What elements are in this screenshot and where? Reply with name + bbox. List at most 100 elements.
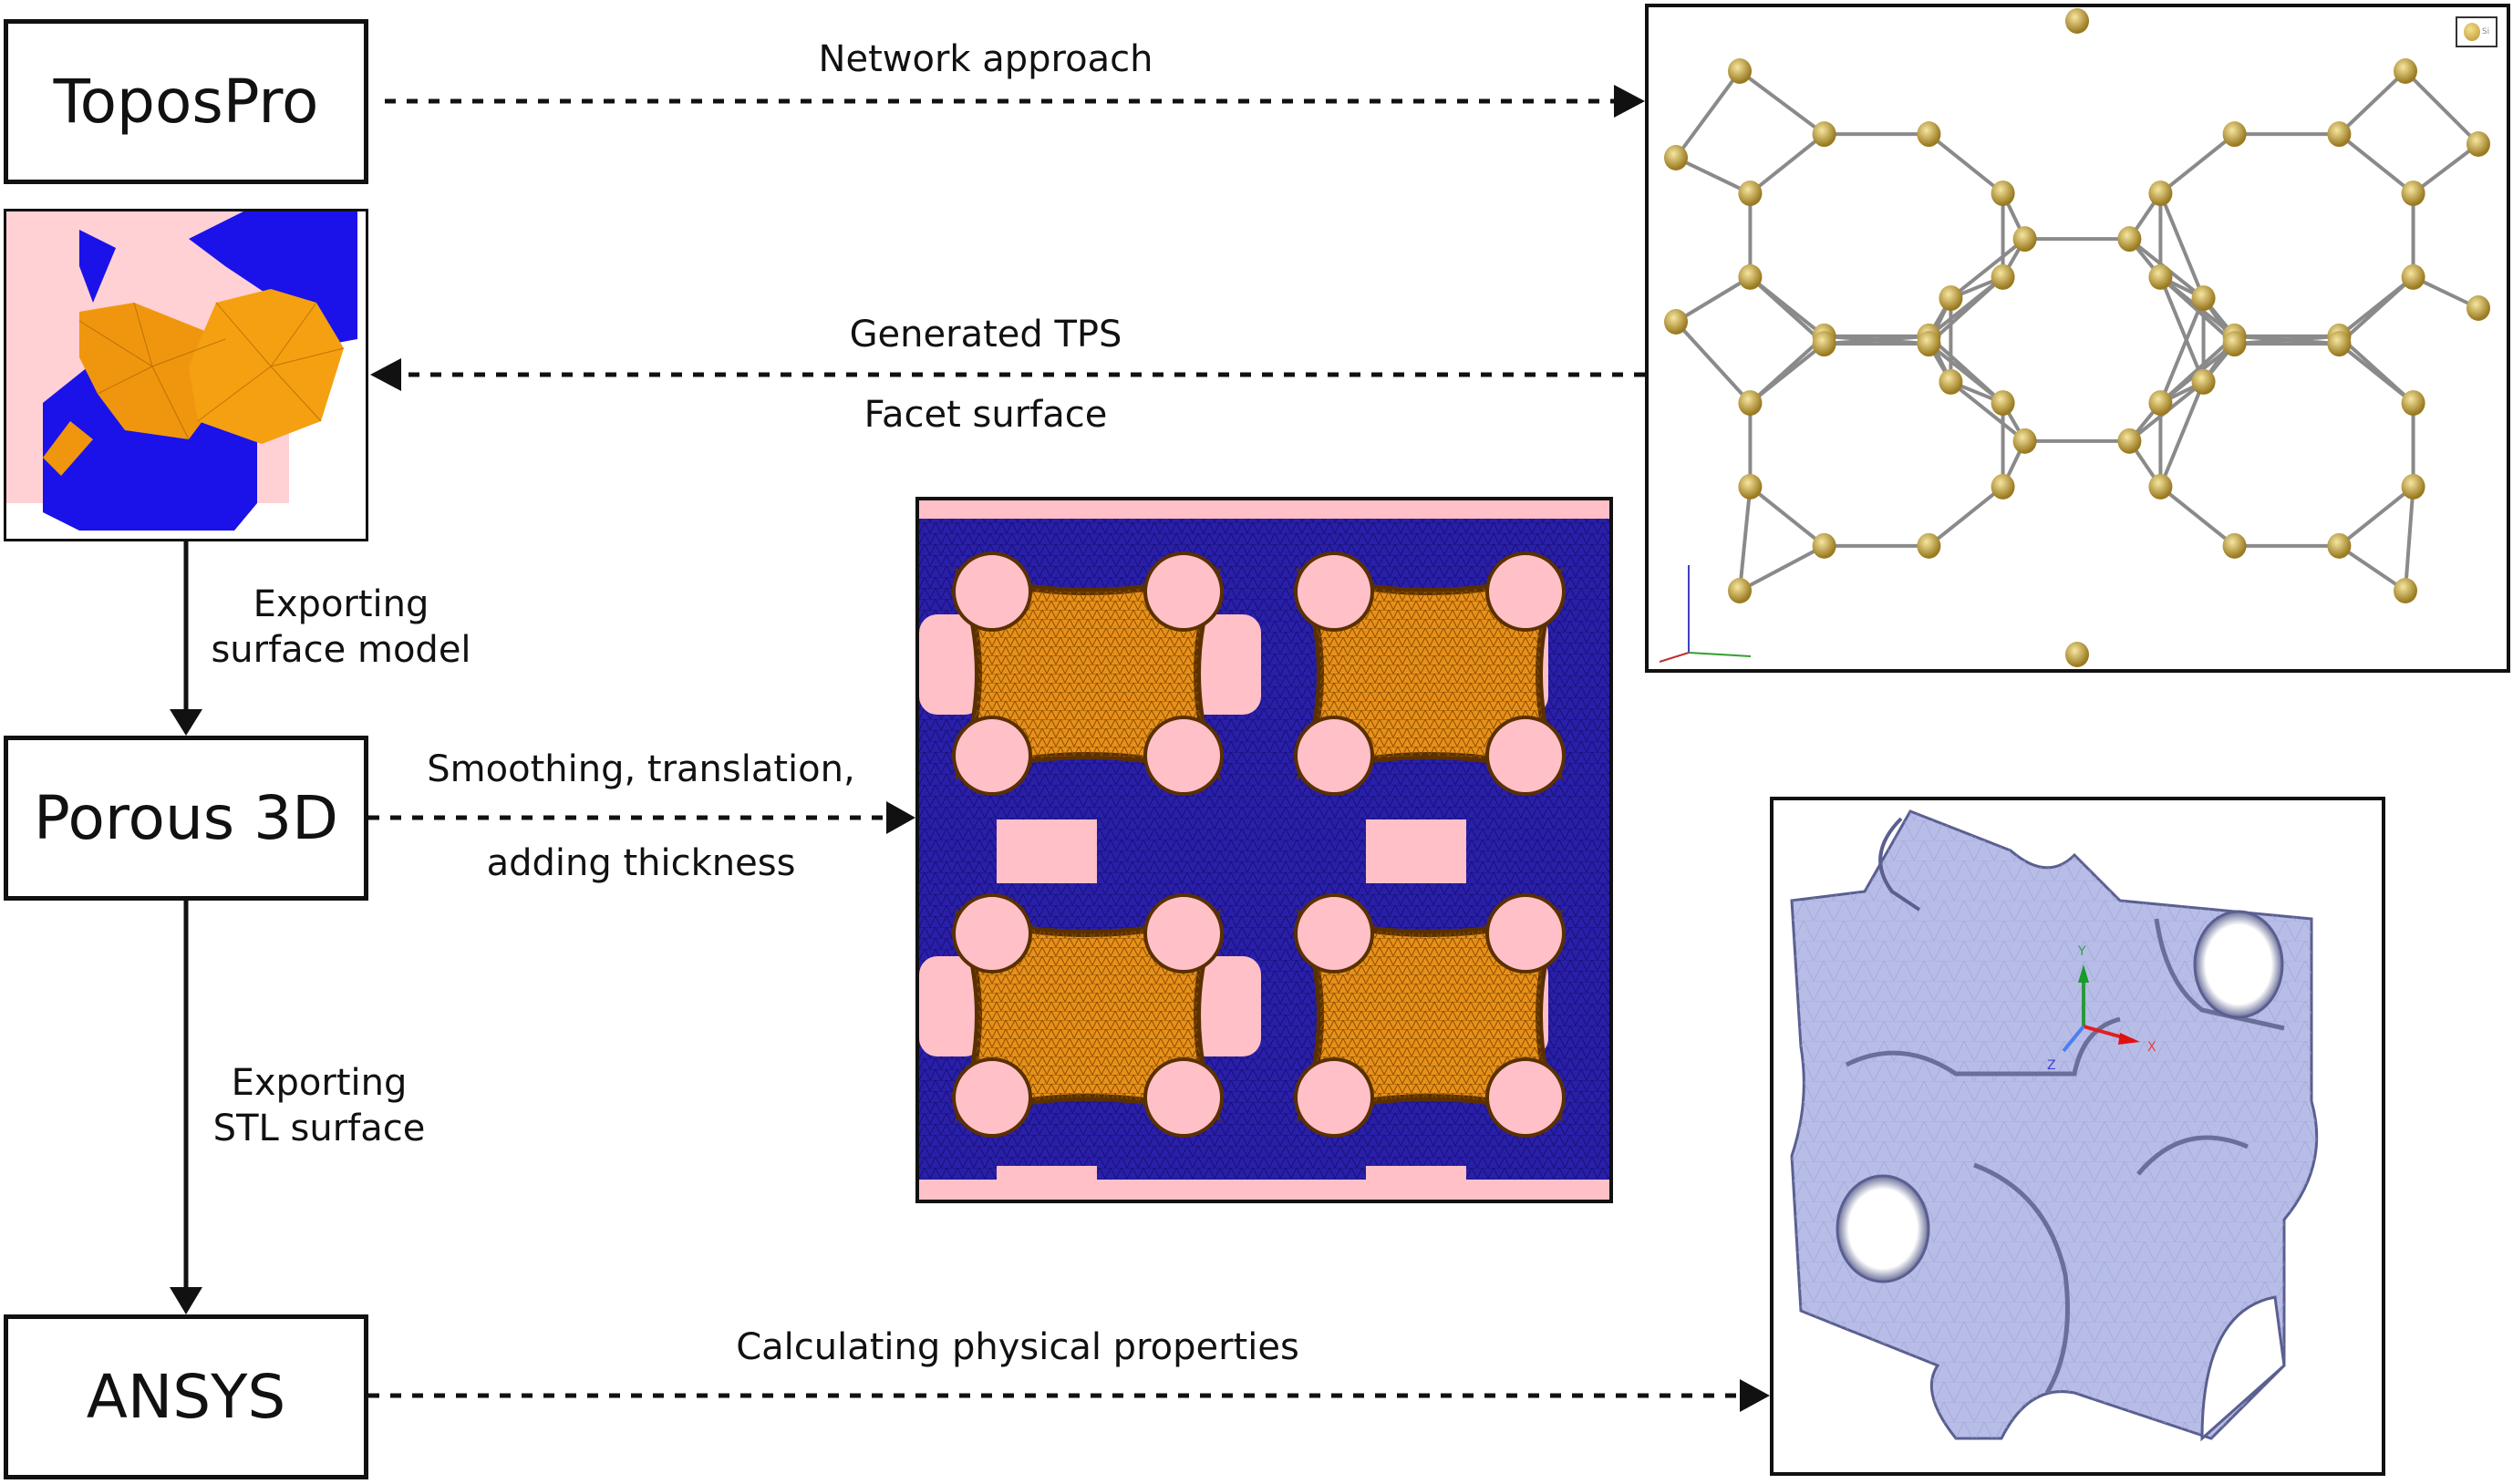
bond bbox=[2412, 275, 2479, 310]
atom bbox=[1812, 331, 1836, 357]
atom bbox=[2012, 428, 2037, 454]
atom bbox=[2191, 368, 2216, 395]
atom bbox=[2222, 532, 2247, 559]
bond bbox=[1674, 69, 1742, 160]
atom bbox=[1738, 263, 1763, 290]
bond bbox=[1674, 275, 1752, 324]
atom bbox=[1728, 58, 1752, 84]
atom bbox=[1738, 390, 1763, 417]
atom bbox=[2394, 578, 2417, 603]
axis-x-label: X bbox=[2147, 1040, 2156, 1055]
bond bbox=[2338, 544, 2407, 593]
atom bbox=[1939, 285, 1963, 312]
atom bbox=[1917, 121, 1941, 148]
atom bbox=[2191, 285, 2216, 312]
atom bbox=[2466, 295, 2490, 321]
atom bbox=[1991, 473, 2015, 500]
bond bbox=[1674, 320, 1752, 405]
atom bbox=[2148, 180, 2173, 207]
atom bbox=[2065, 642, 2089, 667]
legend-box: Si bbox=[2456, 16, 2497, 47]
ansys-model-image: Y X Z bbox=[1770, 797, 2385, 1476]
adding-thickness-label: adding thickness bbox=[486, 842, 796, 884]
atom-legend-icon bbox=[2463, 23, 2480, 41]
bond bbox=[2158, 297, 2206, 404]
atom bbox=[2065, 8, 2089, 34]
atom bbox=[1917, 331, 1941, 357]
atom bbox=[1939, 368, 1963, 395]
porous-mesh-image bbox=[915, 497, 1613, 1203]
porous3d-box: Porous 3D bbox=[4, 736, 368, 901]
axis-y-label: Y bbox=[2077, 944, 2086, 959]
legend-label: Si bbox=[2481, 27, 2490, 36]
atom bbox=[1664, 145, 1688, 170]
topospro-label: ToposPro bbox=[53, 67, 319, 137]
bond bbox=[1749, 485, 1825, 548]
atom bbox=[1917, 532, 1941, 559]
bond bbox=[2159, 485, 2236, 548]
bond bbox=[1928, 342, 2004, 405]
bond bbox=[2338, 275, 2415, 345]
atom bbox=[2012, 226, 2037, 252]
atom bbox=[1991, 180, 2015, 207]
bond bbox=[2158, 192, 2206, 299]
coordinate-axes-icon: Y X Z bbox=[2047, 944, 2156, 1073]
atom bbox=[1991, 263, 2015, 290]
bond bbox=[1949, 380, 2026, 443]
bond bbox=[1928, 485, 2004, 548]
bond bbox=[1749, 132, 1825, 195]
exporting-surface-label: Exporting surface model bbox=[211, 582, 471, 673]
bond bbox=[1749, 275, 1825, 345]
generated-tps-label: Generated TPS bbox=[849, 314, 1122, 356]
atom bbox=[1991, 390, 2015, 417]
atom bbox=[2222, 121, 2247, 148]
atom bbox=[1664, 309, 1688, 335]
bond bbox=[2412, 142, 2480, 195]
atom bbox=[2117, 226, 2142, 252]
topospro-box: ToposPro bbox=[4, 19, 368, 184]
bond bbox=[2159, 132, 2236, 195]
ansys-box: ANSYS bbox=[4, 1314, 368, 1479]
exporting-surface-line2: surface model bbox=[211, 629, 471, 671]
exporting-surface-line1: Exporting bbox=[253, 583, 429, 625]
atom bbox=[2394, 58, 2417, 84]
atom bbox=[1812, 121, 1836, 148]
atom bbox=[1738, 473, 1763, 500]
lattice-structure-image: Si bbox=[1645, 4, 2510, 673]
atom bbox=[2148, 473, 2173, 500]
atom bbox=[2117, 428, 2142, 454]
atom bbox=[2401, 473, 2425, 500]
facet-surface-label: Facet surface bbox=[864, 394, 1108, 436]
bond bbox=[1949, 237, 2026, 300]
atom bbox=[2401, 180, 2425, 207]
bond bbox=[2338, 485, 2415, 548]
axis-triad-icon bbox=[1659, 565, 1752, 663]
atom bbox=[2401, 390, 2425, 417]
ansys-label: ANSYS bbox=[86, 1362, 286, 1432]
smoothing-label: Smoothing, translation, bbox=[427, 748, 855, 790]
atom bbox=[2466, 131, 2490, 157]
axis-z-label: Z bbox=[2047, 1058, 2056, 1073]
bond bbox=[2338, 132, 2415, 195]
bond bbox=[2158, 276, 2206, 383]
bond bbox=[1738, 486, 1753, 592]
atom bbox=[1728, 578, 1752, 603]
network-approach-label: Network approach bbox=[818, 38, 1153, 80]
atom bbox=[2148, 390, 2173, 417]
atom bbox=[2148, 263, 2173, 290]
bond bbox=[1928, 275, 2004, 345]
porous3d-label: Porous 3D bbox=[34, 783, 338, 853]
facet-surface-image bbox=[4, 209, 368, 541]
calculating-label: Calculating physical properties bbox=[736, 1326, 1299, 1368]
exporting-stl-line1: Exporting bbox=[231, 1062, 408, 1104]
atom bbox=[1738, 180, 1763, 207]
exporting-stl-label: Exporting STL surface bbox=[213, 1060, 426, 1151]
atom bbox=[2327, 121, 2352, 148]
exporting-stl-line2: STL surface bbox=[212, 1108, 426, 1149]
bond bbox=[2158, 381, 2206, 488]
bond bbox=[2404, 486, 2415, 592]
atom bbox=[2222, 331, 2247, 357]
bond bbox=[1739, 544, 1825, 593]
atom bbox=[2327, 331, 2352, 357]
